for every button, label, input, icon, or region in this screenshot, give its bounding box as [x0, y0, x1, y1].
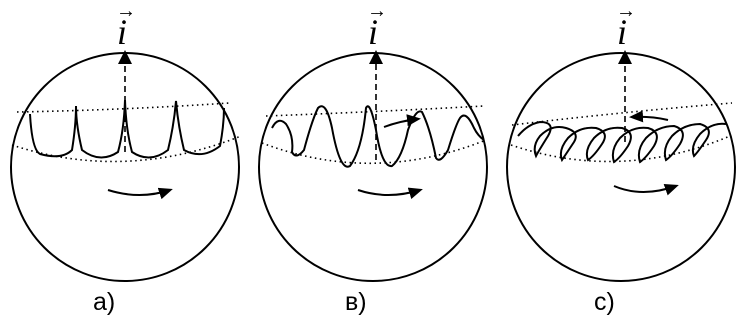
vector-i-symbol: i: [617, 12, 627, 52]
upper-dotted-latitude: [16, 102, 230, 113]
panel-c: i → c): [506, 0, 736, 316]
cusped-nutation-curve: [29, 99, 225, 159]
nutation-arrow: [629, 110, 669, 123]
panel-b: i → в): [258, 0, 488, 316]
vector-i-arrowhead: [618, 50, 632, 64]
nutation-arrow: [383, 114, 421, 128]
upper-dotted-latitude: [265, 105, 485, 117]
wavy-nutation-curve: [271, 105, 485, 168]
sphere-outline: [506, 52, 736, 282]
precession-arrow: [613, 183, 679, 196]
panel-label-c: c): [594, 288, 615, 316]
lower-dotted-latitude: [11, 135, 242, 163]
vector-i-arrowhead: [369, 50, 383, 64]
vector-i-symbol: i: [368, 12, 378, 52]
lower-dotted-latitude: [261, 139, 487, 165]
vector-i-arrow-glyph: →: [367, 0, 387, 22]
precession-arrow: [357, 187, 423, 200]
precession-arrow: [107, 187, 173, 200]
panel-label-b: в): [345, 288, 367, 316]
panel-a: i → a): [10, 0, 242, 316]
vector-i-arrow-glyph: →: [616, 0, 636, 22]
vector-i-arrowhead: [118, 50, 132, 64]
vector-i-symbol: i: [117, 12, 127, 52]
upper-dotted-latitude: [511, 102, 733, 126]
sphere-outline: [258, 52, 488, 282]
lower-dotted-latitude: [510, 135, 731, 163]
looped-nutation-curve: [517, 120, 727, 164]
vector-i-arrow-glyph: →: [116, 0, 136, 22]
panel-label-a: a): [93, 288, 115, 316]
